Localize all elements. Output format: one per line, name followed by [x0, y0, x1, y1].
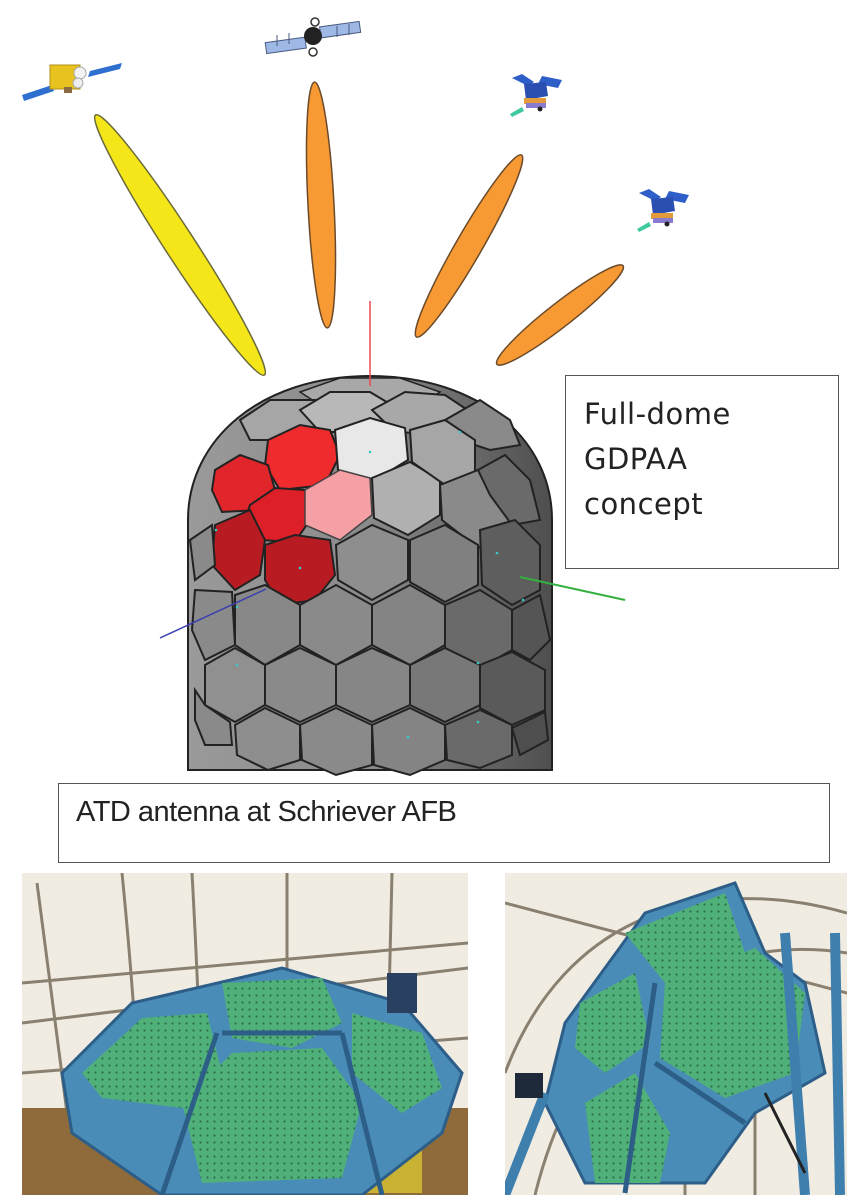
satellite-blue-1-icon — [510, 74, 562, 117]
beam-yellow — [93, 113, 267, 377]
atd-antenna-photo-top-view — [22, 873, 468, 1195]
geodesic-dome — [187, 374, 553, 777]
concept-label-box: Full-dome GDPAA concept — [565, 375, 839, 569]
satellite-solar-panel-icon — [264, 17, 362, 57]
beam-orange-1 — [305, 81, 337, 329]
photo-caption-text: ATD antenna at Schriever AFB — [76, 796, 457, 828]
satellite-blue-2-icon — [637, 189, 689, 232]
concept-label-line-1: Full-dome — [584, 397, 731, 431]
concept-label-line-2: GDPAA — [584, 442, 688, 476]
beam-orange-3 — [495, 264, 625, 366]
atd-antenna-photo-side-view — [505, 873, 847, 1195]
y-axis-line — [519, 576, 626, 601]
x-axis-line — [159, 588, 267, 639]
gdpaa-schematic — [22, 17, 689, 777]
photo-caption-box: ATD antenna at Schriever AFB — [58, 783, 830, 863]
concept-label-line-3: concept — [584, 487, 704, 521]
satellite-yellow-icon — [22, 63, 122, 101]
beam-orange-2 — [414, 154, 524, 338]
